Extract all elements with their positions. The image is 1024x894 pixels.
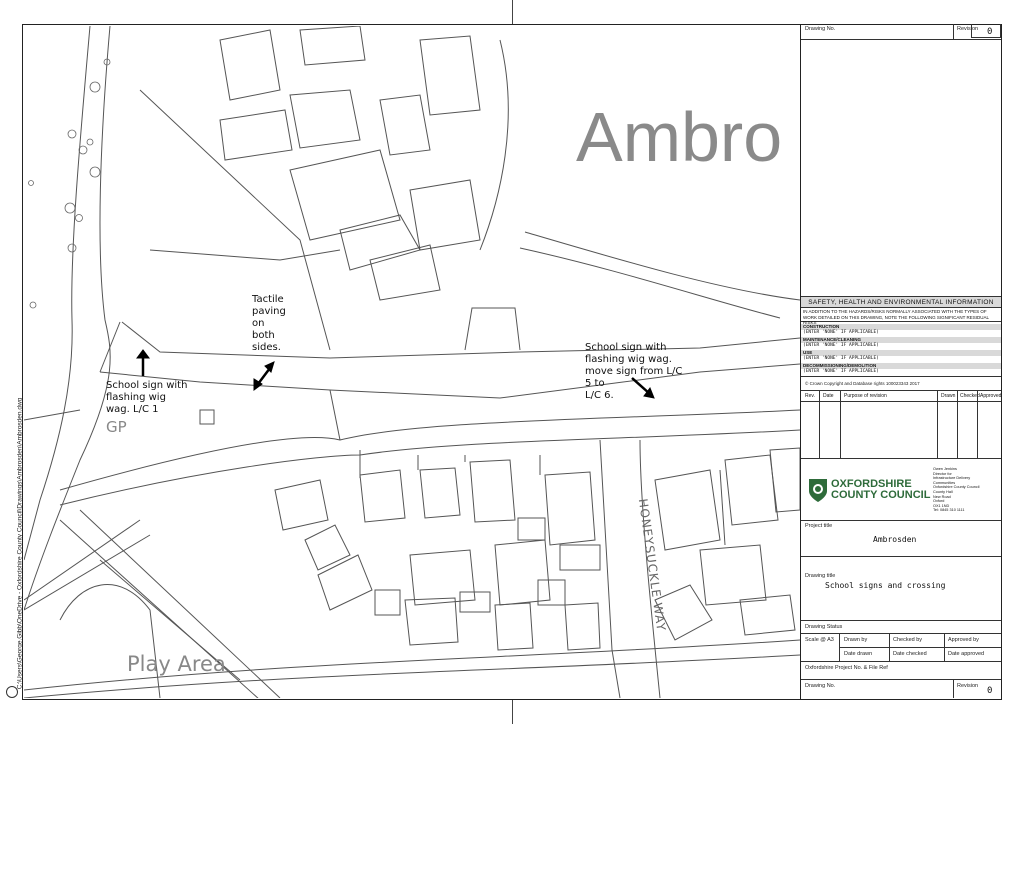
road-edge-left-inner bbox=[24, 26, 111, 611]
project-title-value: Ambrosden bbox=[873, 535, 917, 544]
date-checked-label: Date checked bbox=[893, 651, 927, 657]
drawing-status-row: Drawing Status bbox=[801, 621, 1001, 634]
site-map: Ambro GP Play Area HONEYSUCKLE WAY Tacti… bbox=[24, 26, 800, 698]
checked-by-label: Checked by bbox=[893, 637, 923, 643]
drawing-sheet-border bbox=[22, 24, 1002, 700]
rev-col-drawn: Drawn bbox=[941, 393, 956, 399]
she-cat-use: USE bbox=[801, 350, 1001, 356]
council-crest-icon bbox=[809, 479, 827, 502]
scale-label: Scale @ A3 bbox=[805, 637, 834, 643]
date-drawn-label: Date drawn bbox=[844, 651, 873, 657]
drawing-title-label: Drawing title bbox=[805, 573, 836, 579]
council-address: Owen Jenkins Director for Infrastructure… bbox=[933, 467, 980, 513]
drawn-by-label: Drawn by bbox=[844, 637, 868, 643]
project-number-row: Oxfordshire Project No. & File Ref bbox=[801, 662, 1001, 680]
revision-table: Rev. Date Purpose of revision Drawn Chec… bbox=[801, 391, 1001, 459]
annotation-tactile-paving: Tactile paving on both sides. bbox=[252, 294, 286, 353]
copyright-row: © Crown Copyright and Database rights 10… bbox=[801, 377, 1001, 391]
revision-label: Revision bbox=[957, 26, 979, 32]
revision-label-bottom: Revision bbox=[957, 683, 979, 689]
rev-col-rev: Rev. bbox=[805, 393, 815, 399]
drawing-number-row: Drawing No. Revision 0 bbox=[801, 24, 1001, 40]
honeysuckle-way-east bbox=[639, 439, 661, 698]
approved-by-label: Approved by bbox=[948, 637, 979, 643]
title-block: Drawing No. Revision 0 SAFETY, HEALTH AN… bbox=[800, 24, 1002, 700]
council-name: OXFORDSHIRE COUNTY COUNCIL bbox=[831, 478, 931, 501]
fold-mark-bottom bbox=[512, 700, 513, 724]
drawing-number-row-bottom: Drawing No. Revision 0 bbox=[801, 680, 1001, 698]
revision-value: 0 bbox=[987, 27, 993, 37]
she-cat-decommissioning: DECOMMISSIONING/DEMOLITION bbox=[801, 363, 1001, 369]
fold-mark-top bbox=[512, 0, 513, 24]
revision-box bbox=[971, 24, 1001, 38]
she-cat-construction: CONSTRUCTION bbox=[801, 324, 1001, 330]
she-val-use: (ENTER 'NONE' IF APPLICABLE) bbox=[803, 356, 879, 361]
she-cat-maintenance: MAINTENANCE/CLEANING bbox=[801, 337, 1001, 343]
annotation-school-sign-lc1: School sign with flashing wig wag. L/C 1 bbox=[106, 380, 188, 415]
project-no-label: Oxfordshire Project No. & File Ref bbox=[805, 665, 888, 671]
main-road-south bbox=[99, 363, 800, 399]
signature-grid: Scale @ A3 Drawn by Checked by Approved … bbox=[801, 634, 1001, 662]
council-block: OXFORDSHIRE COUNTY COUNCIL Owen Jenkins … bbox=[801, 459, 1001, 521]
annotation-arrows bbox=[136, 349, 655, 399]
rev-col-checked: Checked bbox=[960, 393, 980, 399]
project-title-row: Project title Ambrosden bbox=[801, 521, 1001, 557]
drawing-no-label: Drawing No. bbox=[805, 26, 836, 32]
tree-symbols bbox=[28, 58, 111, 309]
play-area-label: Play Area bbox=[127, 652, 226, 676]
honeysuckle-way-west bbox=[599, 439, 621, 698]
she-heading: SAFETY, HEALTH AND ENVIRONMENTAL INFORMA… bbox=[801, 296, 1001, 308]
project-title-label: Project title bbox=[805, 523, 833, 529]
date-approved-label: Date approved bbox=[948, 651, 985, 657]
pin-circle bbox=[6, 686, 18, 698]
revision-value-bottom: 0 bbox=[987, 686, 993, 696]
copyright-text: © Crown Copyright and Database rights 10… bbox=[805, 381, 920, 386]
rev-col-approved: Approved bbox=[980, 393, 1002, 399]
main-road-north bbox=[121, 321, 800, 359]
she-val-construction: (ENTER 'NONE' IF APPLICABLE) bbox=[803, 330, 879, 335]
drawing-title-row: Drawing title School signs and crossing bbox=[801, 557, 1001, 621]
she-note: IN ADDITION TO THE HAZARDS/RISKS NORMALL… bbox=[801, 308, 1001, 325]
drawing-title-value: School signs and crossing bbox=[825, 581, 946, 590]
map-linework bbox=[24, 26, 800, 698]
road-edge-left-outer bbox=[24, 26, 91, 561]
drawing-no-label-bottom: Drawing No. bbox=[805, 683, 836, 689]
annotation-school-sign-move: School sign with flashing wig wag. move … bbox=[585, 342, 683, 401]
she-val-decommissioning: (ENTER 'NONE' IF APPLICABLE) bbox=[803, 369, 879, 374]
drawing-status-label: Drawing Status bbox=[805, 624, 843, 630]
ambro-label: Ambro bbox=[576, 98, 783, 176]
rev-col-date: Date bbox=[823, 393, 834, 399]
she-val-maintenance: (ENTER 'NONE' IF APPLICABLE) bbox=[803, 343, 879, 348]
gp-label: GP bbox=[106, 418, 127, 436]
rev-col-purpose: Purpose of revision bbox=[844, 393, 887, 399]
